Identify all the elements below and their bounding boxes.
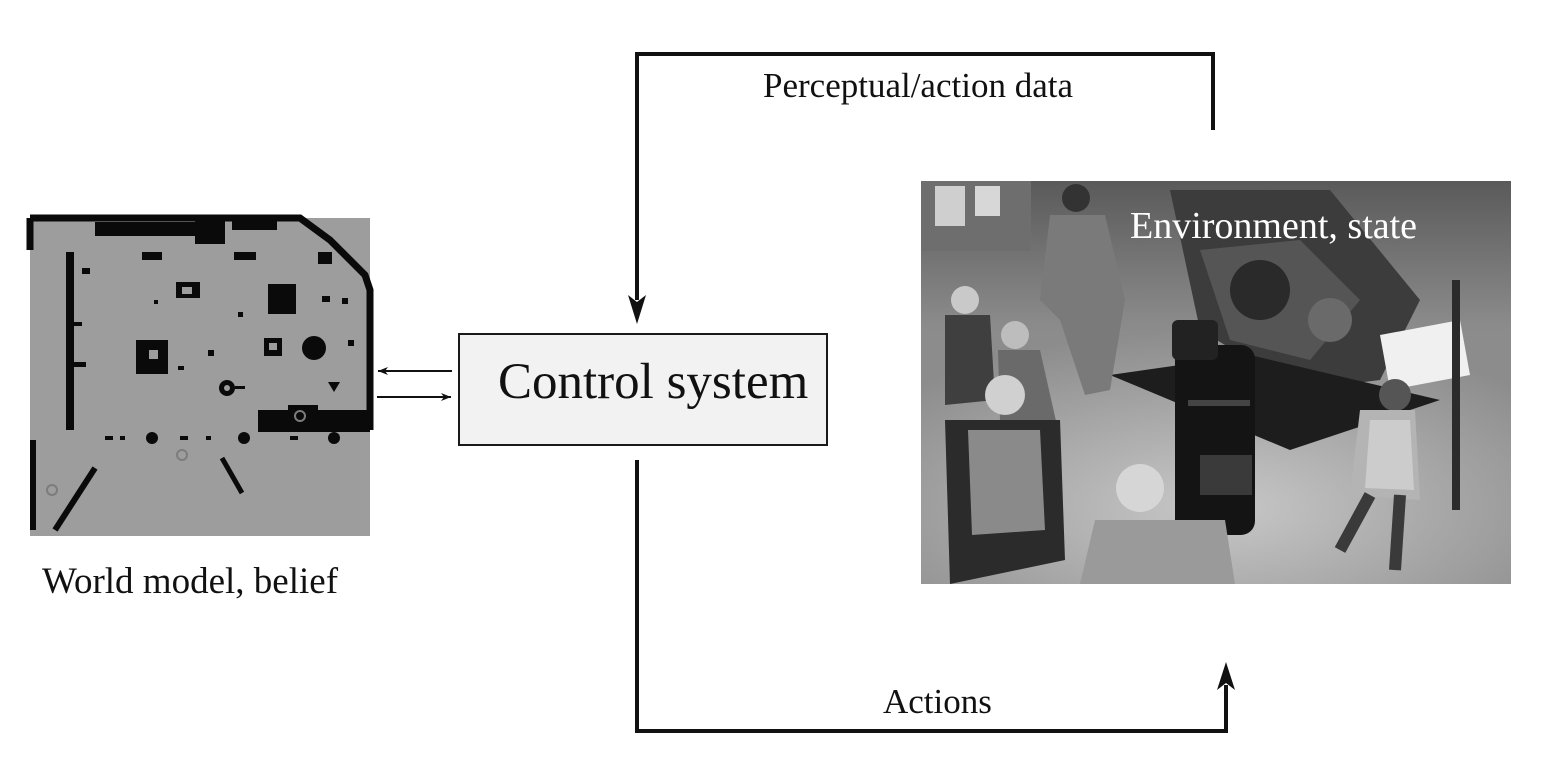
feedback-arrowhead [628,295,646,324]
world-model-map-image [26,214,374,536]
action-edge-label: Actions [883,682,992,721]
feedback-edge [635,52,1215,300]
control-system-box: Control system [458,333,828,446]
environment-photo-image [921,181,1511,584]
feedback-edge-label: Perceptual/action data [763,66,1073,105]
action-edge [635,460,1228,733]
world-model-caption: World model, belief [42,561,339,602]
action-arrowhead [1217,662,1235,690]
environment-caption: Environment, state [1130,205,1418,247]
control-system-label: Control system [498,354,809,410]
